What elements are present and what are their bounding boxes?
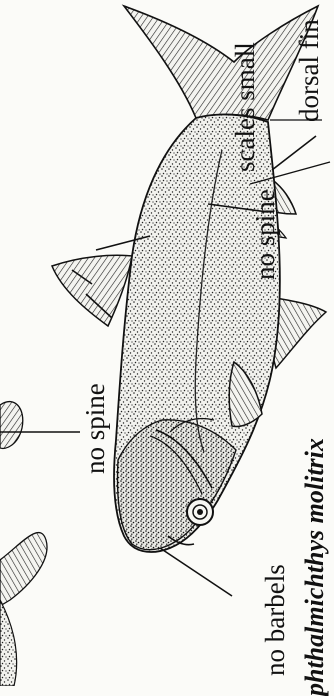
label-no-spine-top: no spine: [252, 189, 279, 280]
label-dorsal-fin: dorsal fin: [296, 19, 323, 122]
species-name: phthalmichthys molitrix: [302, 438, 328, 696]
label-scales-small: scales small: [232, 42, 259, 172]
fish-eye: [187, 499, 213, 525]
anal-fin: [52, 255, 132, 326]
label-no-spine-left: no spine: [82, 383, 109, 474]
fish-head: [118, 420, 236, 550]
partial-fish-left: [0, 402, 47, 686]
label-no-barbels: no barbels: [262, 564, 289, 676]
caudal-fin: [124, 6, 318, 120]
